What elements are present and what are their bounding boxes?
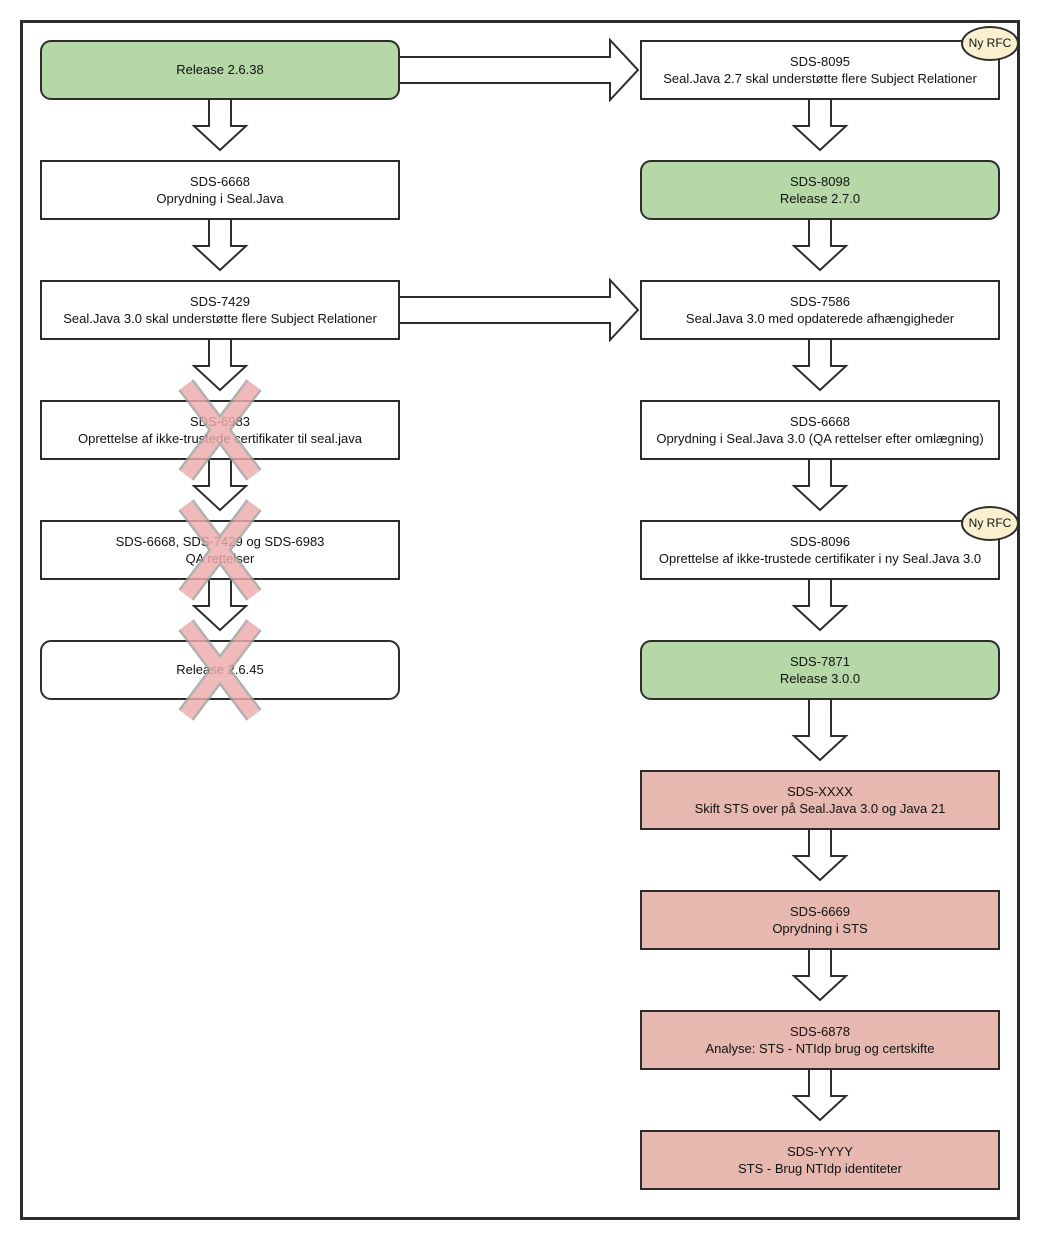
node-id-line: Release 2.6.38 bbox=[176, 62, 264, 78]
node-label-line: Oprydning i STS bbox=[772, 921, 868, 936]
ny-rfc-badge: Ny RFC bbox=[961, 26, 1019, 61]
node-id-line: SDS-6668, SDS-7429 og SDS-6983 bbox=[115, 533, 325, 549]
node-id-line: SDS-XXXX bbox=[787, 783, 853, 799]
node-label-line: Release 2.7.0 bbox=[779, 191, 861, 206]
node-id-line: SDS-6983 bbox=[190, 413, 250, 429]
node-label-line: Oprettelse af ikke-trustede certifikater… bbox=[78, 431, 362, 446]
node-label-line: Release 3.0.0 bbox=[779, 671, 861, 686]
node-id-line: SDS-7586 bbox=[790, 293, 850, 309]
node-sds-xxxx: SDS-XXXX Skift STS over på Seal.Java 3.0 … bbox=[640, 770, 1000, 830]
node-id-line: SDS-7871 bbox=[790, 653, 850, 669]
node-sds-6668-sds-7429-og-sds-6983: SDS-6668, SDS-7429 og SDS-6983 QA rettels… bbox=[40, 499, 400, 601]
node-label-line: Seal.Java 3.0 skal understøtte flere Sub… bbox=[63, 311, 377, 326]
node-label-line: Oprettelse af ikke-trustede certifikater… bbox=[658, 551, 982, 566]
node-sds-yyyy: SDS-YYYY STS - Brug NTIdp identiteter bbox=[640, 1130, 1000, 1190]
node-label-line: Oprydning i Seal.Java 3.0 (QA rettelser … bbox=[656, 431, 984, 446]
node-id-line: SDS-7429 bbox=[190, 293, 250, 309]
node-id-line: SDS-8098 bbox=[790, 173, 850, 189]
node-label-line: Skift STS over på Seal.Java 3.0 og Java … bbox=[694, 801, 946, 816]
node-id-line: SDS-6668 bbox=[190, 173, 250, 189]
node-id-line: SDS-6878 bbox=[790, 1023, 850, 1039]
node-label-line: Seal.Java 2.7 skal understøtte flere Sub… bbox=[663, 71, 977, 86]
node-id-line: SDS-6669 bbox=[790, 903, 850, 919]
node-release-2-6-45: Release 2.6.45 bbox=[40, 619, 400, 721]
node-id-line: SDS-YYYY bbox=[787, 1143, 853, 1159]
node-id-line: SDS-6668 bbox=[790, 413, 850, 429]
node-id-line: Release 2.6.45 bbox=[176, 662, 264, 678]
ny-rfc-badge: Ny RFC bbox=[961, 506, 1019, 541]
node-id-line: SDS-8096 bbox=[790, 533, 850, 549]
node-label-line: QA rettelser bbox=[185, 551, 255, 566]
node-label-line: Analyse: STS - NTIdp brug og certskifte bbox=[705, 1041, 935, 1056]
node-label-line: Oprydning i Seal.Java bbox=[156, 191, 284, 206]
node-label-line: Seal.Java 3.0 med opdaterede afhængighed… bbox=[685, 311, 955, 326]
node-id-line: SDS-8095 bbox=[790, 53, 850, 69]
node-label-line: STS - Brug NTIdp identiteter bbox=[737, 1161, 902, 1176]
diagram-frame bbox=[20, 20, 1020, 1220]
node-release-2-6-38: Release 2.6.38 bbox=[40, 40, 400, 100]
